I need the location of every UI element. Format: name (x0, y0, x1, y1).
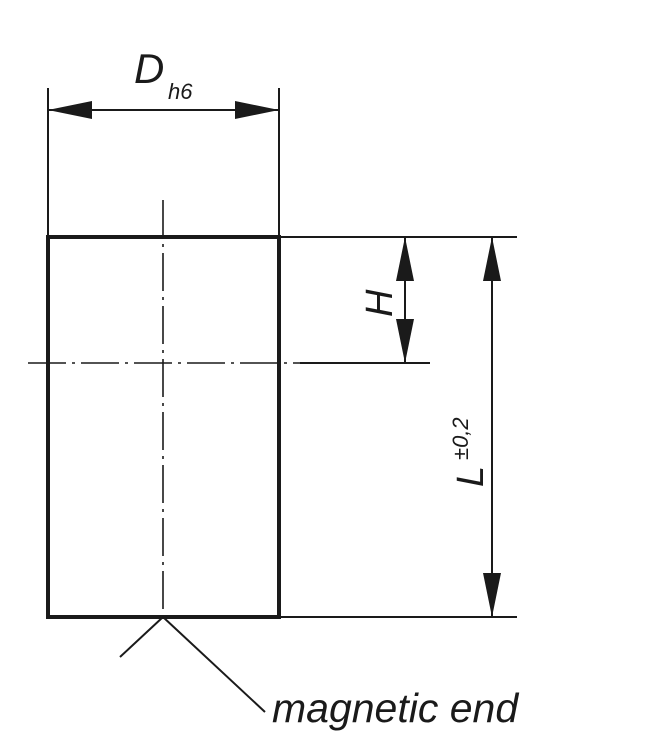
magnetic-end-label: magnetic end (272, 685, 519, 731)
l-label: L (450, 466, 492, 487)
h-arrow-top (396, 237, 414, 281)
h-label: H (359, 289, 401, 317)
magnetic-end-leader-left (119, 616, 164, 658)
diameter-arrow-left (48, 101, 92, 119)
diameter-subscript: h6 (168, 79, 193, 104)
diameter-arrow-right (235, 101, 279, 119)
l-arrow-bottom (483, 573, 501, 617)
l-arrow-top (483, 237, 501, 281)
h-arrow-bottom (396, 319, 414, 363)
diameter-label: D (134, 45, 164, 92)
diameter-symbol: D (134, 45, 164, 92)
magnetic-end-leader-right (162, 616, 266, 713)
l-tolerance: ±0,2 (448, 417, 473, 460)
